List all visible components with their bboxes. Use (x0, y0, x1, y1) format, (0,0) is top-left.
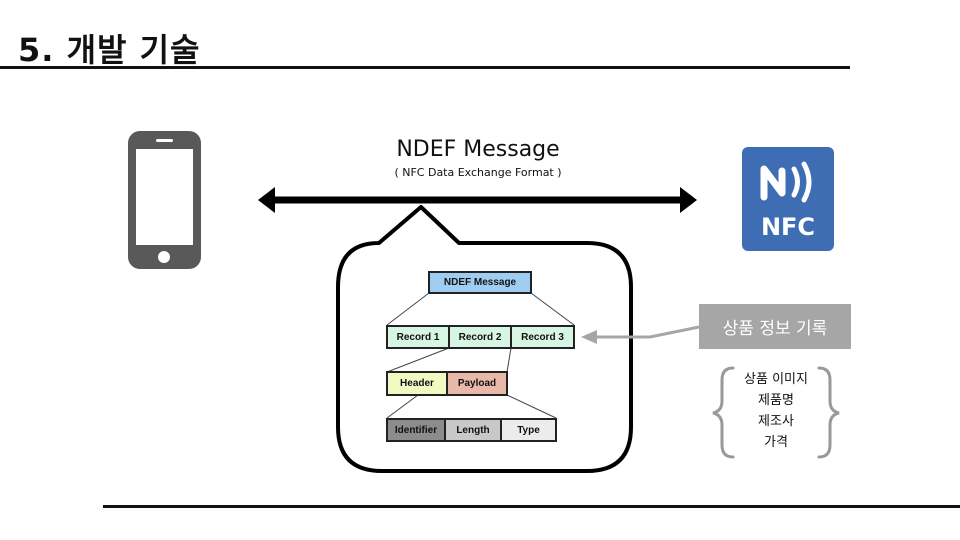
product-image-item: 상품 이미지 (744, 372, 808, 387)
nfc-waves-icon (760, 161, 812, 203)
product-info-list: 상품 이미지 제품명 제조사 가격 (730, 369, 822, 453)
connector-lines (386, 292, 575, 419)
title-underline (0, 66, 850, 69)
length-box: Length (444, 418, 502, 442)
type-box: Type (500, 418, 557, 442)
phone-screen (136, 149, 193, 245)
ndef-title: NDEF Message (396, 137, 560, 162)
nfc-logo-text: NFC (760, 213, 816, 241)
payload-box: Payload (446, 371, 508, 396)
product-info-record-button[interactable]: 상품 정보 기록 (699, 304, 851, 349)
footer-line (103, 505, 960, 508)
phone-speaker (156, 139, 173, 142)
record-2-box: Record 2 (448, 325, 512, 349)
info-braces (712, 366, 840, 459)
double-arrow (258, 187, 697, 213)
manufacturer-item: 제조사 (758, 414, 794, 429)
info-arrow (581, 325, 700, 344)
nfc-logo-icon: NFC (742, 147, 834, 251)
slide-title: 5. 개발 기술 (18, 31, 201, 69)
header-box: Header (386, 371, 448, 396)
ndef-message-box: NDEF Message (428, 271, 532, 294)
smartphone-icon (128, 131, 201, 269)
ndef-subtitle: ( NFC Data Exchange Format ) (394, 166, 562, 179)
record-1-box: Record 1 (386, 325, 450, 349)
phone-home-button (158, 251, 170, 263)
product-name-item: 제품명 (758, 393, 794, 408)
record-3-box: Record 3 (510, 325, 575, 349)
identifier-box: Identifier (386, 418, 446, 442)
price-item: 가격 (764, 435, 788, 450)
